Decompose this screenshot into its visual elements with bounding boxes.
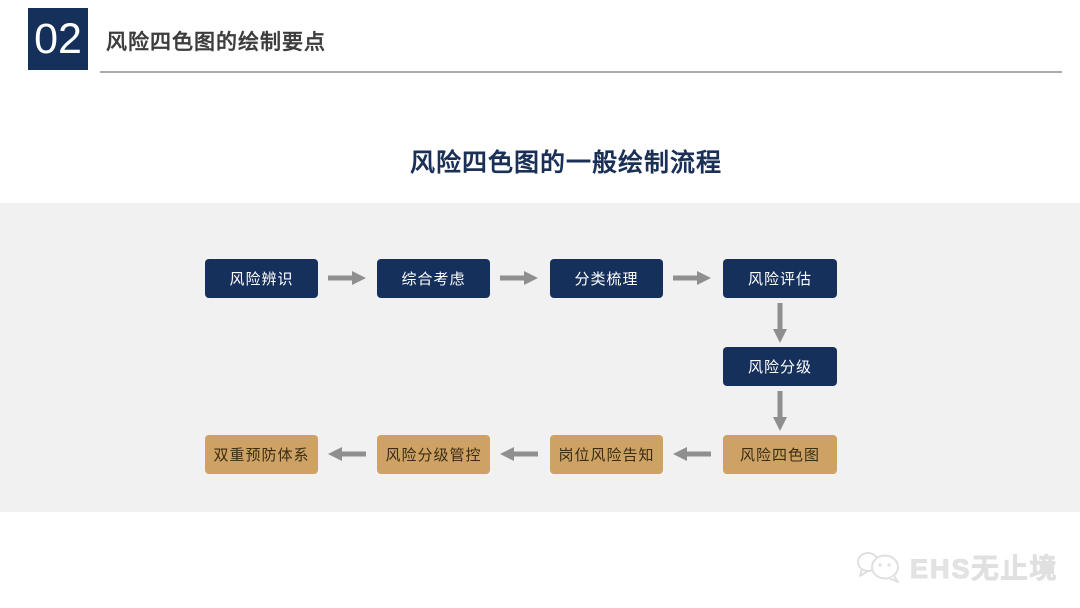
flow-step-classification: 分类梳理 [550,259,663,298]
flow-step-risk-identification: 风险辨识 [205,259,318,298]
section-number: 02 [34,14,82,63]
flowchart-panel [0,203,1080,512]
flow-step-risk-assessment: 风险评估 [723,259,837,298]
flow-step-dual-prevention-system: 双重预防体系 [205,435,318,474]
flow-step-risk-grading-control: 风险分级管控 [377,435,490,474]
watermark: EHS无止境 [856,547,1059,586]
arrow-down-icon [773,303,787,343]
flow-step-post-risk-notification: 岗位风险告知 [550,435,663,474]
flow-step-label: 综合考虑 [401,271,466,288]
flow-step-label: 风险分级管控 [385,447,482,464]
flow-step-label: 岗位风险告知 [558,447,655,464]
section-number-badge: 02 [28,8,88,70]
flow-title: 风险四色图的一般绘制流程 [409,149,722,177]
flow-step-risk-four-color-map: 风险四色图 [723,435,837,474]
arrow-left-icon [328,447,366,461]
flow-step-comprehensive-consideration: 综合考虑 [377,259,490,298]
arrow-left-icon [500,447,538,461]
arrow-down-icon [773,391,787,431]
flow-step-label: 风险分级 [747,359,812,376]
arrow-right-icon [673,271,711,285]
flow-step-label: 风险辨识 [229,271,294,288]
arrow-right-icon [328,271,366,285]
flow-step-label: 分类梳理 [574,271,639,288]
header-divider [100,71,1062,73]
page-title: 风险四色图的绘制要点 [106,31,326,54]
flow-step-risk-grading: 风险分级 [723,347,837,386]
watermark-brand: EHS无止境 [910,554,1059,585]
arrow-right-icon [500,271,538,285]
flow-step-label: 双重预防体系 [213,447,310,464]
flow-step-label: 风险评估 [747,271,812,288]
chat-bubbles-icon [857,551,899,583]
arrow-left-icon [673,447,711,461]
flow-step-label: 风险四色图 [739,447,820,464]
